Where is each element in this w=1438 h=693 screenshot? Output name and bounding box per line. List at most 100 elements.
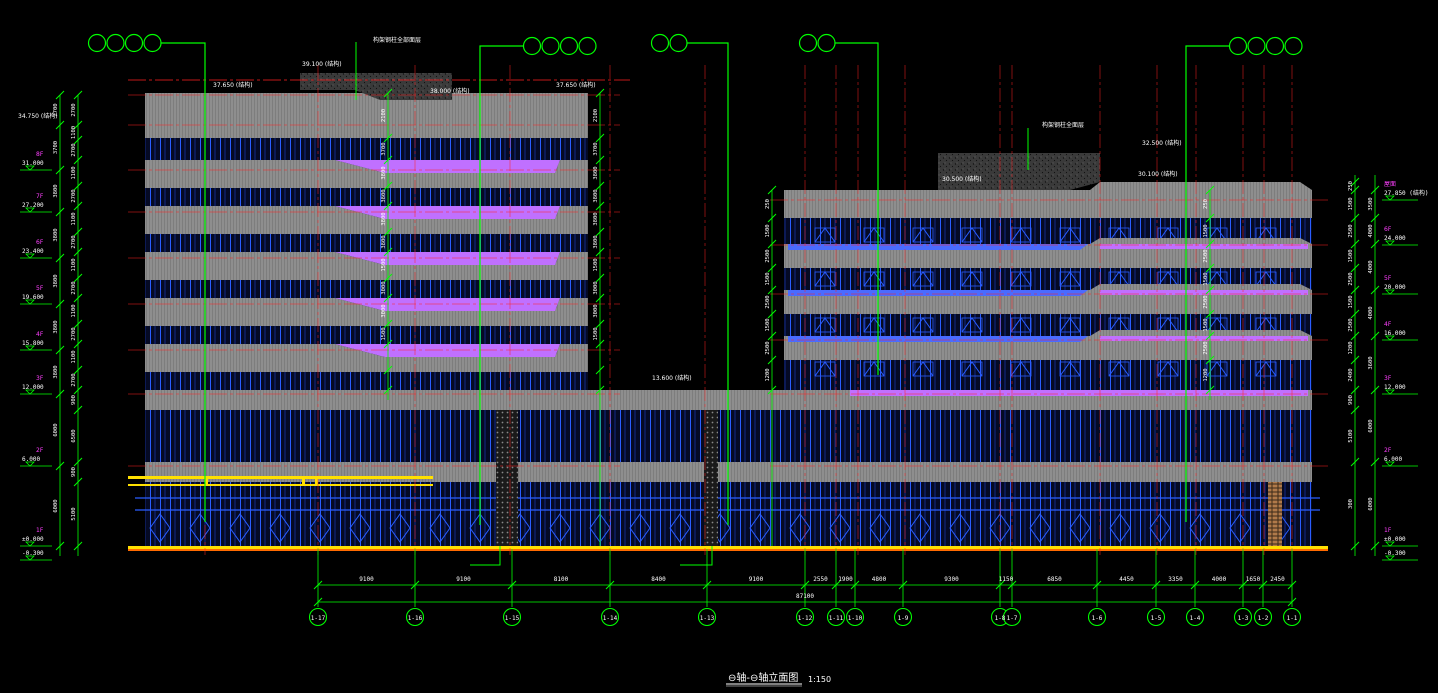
right-face-dim-tick [767,213,777,223]
left-dim-inner-tick [73,227,83,237]
right-mech-elev-left: 30.500 (结构) [942,175,982,183]
right-dim-inner-label: 1500 [1348,197,1354,210]
window-frame-box [912,317,934,333]
right-dim-inner-tick [1350,239,1360,249]
window-frame-box [814,361,836,377]
right-face-dim-label: 2500 [765,295,771,308]
grid-label: 1-16 [408,615,423,622]
left-dim-inner-label: 5100 [71,507,77,520]
note-leader [470,546,501,566]
left-face-dim-tick [595,273,605,283]
left-dim-inner-tick [73,120,83,130]
right-dim-outer-tick [1370,239,1380,249]
callout-bubble [1284,36,1303,56]
left-dim-inner-tick [73,319,83,329]
canopy-post [315,479,318,486]
right-dim-inner-label: 1200 [1348,341,1354,354]
left-spandrel-accent [335,206,560,219]
podium-diamond [429,513,451,543]
level-name: 6F [1384,226,1392,233]
right-dim-outer-tick [1370,185,1380,195]
dim-tick [1151,580,1161,590]
right-dim-inner-tick [1350,385,1360,395]
podium-diamond [149,513,171,543]
grid-bubble [600,607,620,627]
left-dim-inner-label: 2700 [71,103,77,116]
window-frame-box [814,317,836,333]
right-dim-outer-label: 4000 [1368,306,1374,319]
right-dim-inner-label: 2400 [1348,368,1354,381]
section-dim-right-label: 1500 [1203,272,1209,285]
level-name: 3F [1384,375,1392,382]
left-dim-outer-label: 3800 [53,228,59,241]
right-dim-outer-label: 3600 [1368,356,1374,369]
right-dim-inner-tick [1350,331,1360,341]
level-mark [25,345,35,351]
section-dim-right-tick [1205,285,1215,295]
podium-diamond [549,513,571,543]
right-dim-inner-label: 5100 [1348,429,1354,442]
window-frame-box [863,227,885,243]
grid-dim-label: 4450 [1119,576,1134,583]
left-dim-outer-label: 3800 [53,184,59,197]
callout-bubble [522,36,542,56]
level-elev: 6.000 [1384,456,1402,463]
right-face-dim-label: 250 [765,199,771,209]
callout-leader [1185,45,1230,522]
level-mark [1385,541,1395,547]
left-dim-inner-tick [73,135,83,145]
grid-bubble [1282,607,1302,627]
grid-label: 1-10 [848,615,863,622]
grid-dim-label: 1150 [999,576,1014,583]
podium-diamond [1189,513,1211,543]
podium-diamond [1109,513,1131,543]
level-name: 5F [1384,275,1392,282]
right-dim-outer-tick [1370,457,1380,467]
right-dim-inner-label: 2500 [1348,272,1354,285]
window-frame-box [863,317,885,333]
left-dim-outer-tick [55,253,65,263]
grid-dim-label: 8400 [651,576,666,583]
level-elev: 19.600 [22,294,44,301]
left-dim-inner-label: 1100 [71,258,77,271]
grid-dim-label: 9100 [359,576,374,583]
left-face-dim-label: 3800 [593,212,599,225]
left-dim-inner-label: 2700 [71,373,77,386]
grid-bubble [1087,607,1107,627]
level-mark [25,461,35,467]
window-frame-box [961,361,983,377]
level-mark [25,389,35,395]
level-name: 4F [36,331,44,338]
section-dim-label: 3800 [381,189,387,202]
section-dim-label: 3000 [381,281,387,294]
left-dim-inner-label: 2700 [71,189,77,202]
right-face-dim-tick [767,309,777,319]
left-dim-outer-tick [55,461,65,471]
grid-dim-label: 4000 [1212,576,1227,583]
right-dim-inner-label: 1500 [1348,295,1354,308]
left-dim-inner-label: 2700 [71,327,77,340]
podium-diamond [229,513,251,543]
callout-leader [161,42,206,522]
right-dim-inner-tick [1350,263,1360,273]
right-dim-outer-label: 4000 [1368,224,1374,237]
right-face-dim-tick [767,185,777,195]
callout-leader [687,42,729,525]
left-face-dim-tick [595,365,605,375]
right-dim-inner-tick [1350,405,1360,415]
grid-bubble [1253,607,1273,627]
right-spandrel-accent2 [1100,244,1308,249]
right-spandrel-accent2 [1100,290,1308,295]
section-dim-right-tick [1205,331,1215,341]
window-frame-box [1010,271,1032,287]
right-face-dim-tick [767,355,777,365]
level-name: 1F [1384,527,1392,534]
window-frame-box [961,271,983,287]
level-name: 7F [36,193,44,200]
callout-bubble [559,36,579,56]
grid-label: 1-5 [1151,615,1162,622]
left-dim-inner-tick [73,541,83,551]
left-face-dim-tick [595,247,605,257]
window-frame-box [814,227,836,243]
left-spandrel-accent [335,252,560,265]
